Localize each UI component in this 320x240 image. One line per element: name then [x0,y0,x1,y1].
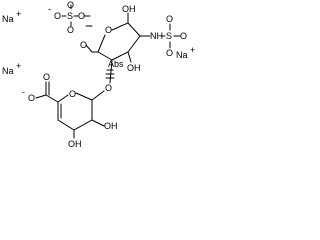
minus-charge: - [48,4,51,14]
hydroxyl-label: OH [122,4,136,14]
oxygen-label: O [54,11,61,21]
oxygen-label: O [166,14,173,24]
bond-lines [35,4,181,139]
sodium-charge: + [190,45,195,55]
hydroxyl-label: OH [127,63,141,73]
hydroxyl-label: OH [104,121,118,131]
oxygen-label: O [78,11,85,21]
amine-label: NH [150,31,163,41]
sodium-charge: + [16,61,21,71]
oxygen-label: O [28,93,35,103]
chemical-structure: Na + O - S O O O O O OH NH S O O O Na + … [2,0,195,149]
minus-charge: - [22,87,25,97]
ring-oxygen-label: O [105,25,112,35]
oxygen-label: O [67,25,74,35]
glycosidic-oxygen-label: O [105,83,112,93]
oxygen-6-label: O [80,40,87,50]
sulfur-label: S [166,31,172,41]
oxygen-label: O [166,48,173,58]
ring-oxygen-label: O [69,89,76,99]
sodium-charge: + [16,9,21,19]
oxygen-label: O [67,0,74,10]
abs-stereo-label: Abs [108,59,124,69]
sulfur-label: S [67,11,73,21]
sodium-label: Na [2,14,14,24]
oxygen-label: O [43,72,50,82]
sodium-label: Na [2,66,14,76]
atom-labels: Na + O - S O O O O O OH NH S O O O Na + … [2,0,195,149]
oxygen-label: O [180,31,187,41]
sodium-label: Na [176,50,188,60]
hydroxyl-label: OH [68,139,82,149]
